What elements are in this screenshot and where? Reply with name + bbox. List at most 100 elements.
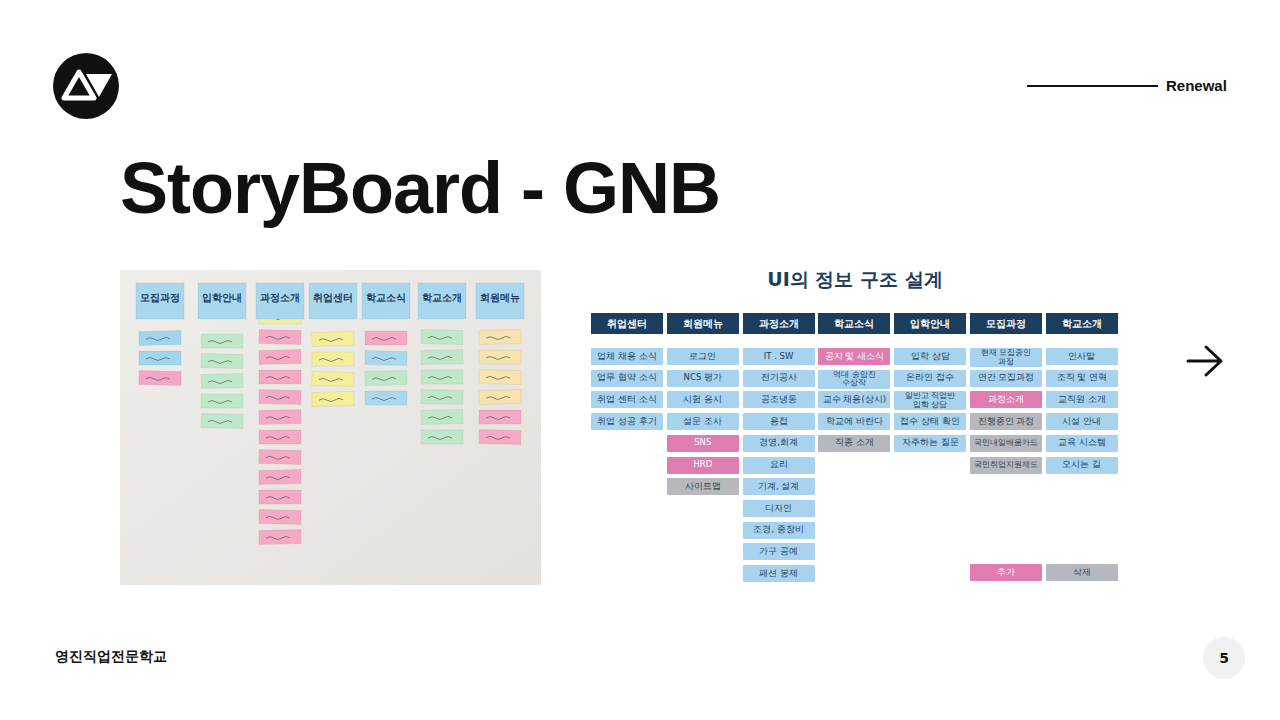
menu-item: 현재 모집중인 과정 (970, 348, 1042, 367)
sticky-note-paper (259, 410, 301, 425)
node-text: 공지 및 새소식 (825, 352, 884, 362)
sticky-header-text: 학교소개 (418, 292, 466, 304)
node-text: 모집과정 (986, 318, 1026, 330)
sticky-note (312, 372, 354, 387)
sticky-note-paper (479, 390, 521, 405)
sticky-note-paper (479, 410, 521, 424)
handwriting-scribble (266, 396, 290, 400)
next-arrow (1188, 347, 1221, 375)
sticky-note-paper (139, 371, 181, 386)
header-rule (1027, 85, 1158, 87)
node-text: 국민내일배움카드 (974, 439, 1038, 448)
sticky-header-text: 취업센터 (309, 292, 357, 304)
sticky-note (201, 414, 243, 429)
menu-header: 학교소개 (1046, 313, 1118, 334)
handwriting-scribble (266, 516, 290, 520)
node-text: SNS (694, 438, 711, 448)
sticky-note-paper (421, 370, 463, 384)
handwriting-scribble (266, 416, 290, 420)
sticky-note (479, 410, 521, 424)
menu-item: 교수 채용(상시) (818, 391, 890, 408)
sticky-header-text: 입학안내 (198, 292, 246, 304)
node-text: NCS 평가 (684, 373, 722, 383)
menu-header: 과정소개 (743, 313, 815, 334)
sticky-note (365, 331, 407, 345)
menu-item: 설문 조사 (667, 413, 739, 430)
sticky-note-header (309, 283, 357, 319)
handwriting-scribble (319, 338, 343, 342)
menu-item: 인사말 (1046, 348, 1118, 365)
menu-item-added: SNS (667, 435, 739, 452)
node-text: 공조냉동 (761, 395, 797, 405)
node-text: 국민취업지원제도 (974, 461, 1038, 470)
handwriting-scribble (266, 497, 290, 500)
sticky-notes (136, 283, 524, 544)
menu-item-added: 과정소개 (970, 391, 1042, 408)
header-tag: Renewal (1166, 77, 1227, 95)
menu-item: 일반고 직업반 입학 상담 (894, 391, 966, 410)
node-text: 패션 봉제 (759, 569, 798, 579)
sticky-note (201, 334, 243, 348)
menu-item: 업무 협약 소식 (591, 370, 663, 387)
node-text: 입학안내 (910, 318, 950, 330)
menu-item-removed: 진행중인 과정 (970, 413, 1042, 430)
sticky-note (421, 330, 463, 345)
handwriting-scribble (428, 396, 452, 400)
logo-circle (53, 53, 119, 119)
sticky-note (259, 430, 301, 444)
handwriting-scribble (266, 536, 290, 540)
sticky-note-paper (259, 450, 301, 465)
node-text: 취업 센터 소식 (597, 395, 656, 405)
menu-item: 업체 채용 소식 (591, 348, 663, 365)
sticky-note (259, 450, 301, 465)
sticky-note (259, 390, 301, 405)
legend-swatch: 삭제 (1046, 564, 1118, 581)
handwriting-scribble (266, 456, 290, 460)
handwriting-scribble (486, 436, 510, 440)
legend-text: 삭제 (1073, 568, 1091, 578)
handwriting-scribble (208, 360, 232, 364)
handwriting-scribble (146, 337, 170, 341)
handwriting-scribble (266, 476, 290, 480)
sticky-note-header (418, 283, 466, 319)
node-text: 연간 모집과정 (978, 373, 1035, 383)
sticky-note (312, 352, 354, 366)
sticky-note-paper (259, 390, 301, 405)
menu-item-added: 공지 및 새소식 (818, 348, 890, 365)
menu-item: 취업 센터 소식 (591, 391, 663, 408)
node-text: 오시는 길 (1062, 460, 1101, 470)
sticky-note-paper (421, 390, 463, 405)
menu-header: 입학안내 (894, 313, 966, 334)
node-text: 조직 및 연혁 (1057, 373, 1107, 383)
handwriting-scribble (428, 437, 452, 440)
node-text: 역대 송암진 수상작 (821, 371, 888, 388)
sticky-note-paper (259, 330, 301, 345)
node-text: 자주하는 질문 (902, 438, 959, 448)
node-text: 인사말 (1068, 352, 1095, 362)
menu-item: NCS 평가 (667, 370, 739, 387)
sticky-note-paper (312, 352, 354, 366)
node-text: 과정소개 (759, 318, 799, 330)
handwriting-scribble (486, 396, 510, 400)
sticky-note-paper (365, 351, 407, 366)
sticky-note-paper (201, 414, 243, 429)
sticky-note-paper (259, 510, 301, 525)
sticky-note (139, 351, 181, 365)
node-text: 업무 협약 소식 (597, 373, 656, 383)
sticky-note-paper (365, 371, 407, 386)
handwriting-scribble (428, 336, 452, 340)
sticky-note-paper (421, 330, 463, 345)
node-text: 학교에 바란다 (826, 417, 883, 427)
sticky-note-paper (201, 354, 243, 369)
handwriting-scribble (266, 377, 290, 380)
sticky-note-paper (479, 430, 521, 445)
node-text: 학교소개 (1062, 318, 1102, 330)
menu-item-removed: 국민내일배움카드 (970, 435, 1042, 452)
sticky-note-paper (201, 394, 243, 408)
node-text: 교육 시스템 (1058, 438, 1106, 448)
node-text: 교수 채용(상시) (823, 395, 886, 405)
node-text: 요리 (770, 460, 788, 470)
menu-item: IT . SW (743, 348, 815, 365)
handwriting-scribble (428, 356, 452, 360)
handwriting-scribble (266, 437, 290, 440)
